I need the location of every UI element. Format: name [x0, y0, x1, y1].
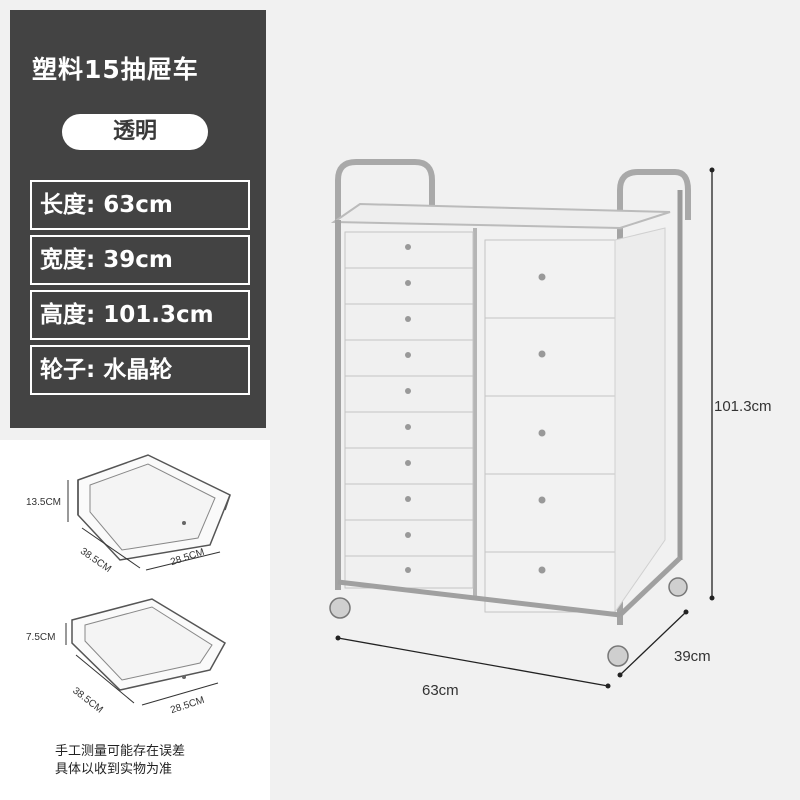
color-badge: 透明	[62, 114, 208, 150]
note-line-2: 具体以收到实物为准	[55, 762, 173, 777]
spec-panel	[10, 10, 266, 428]
deep-drawer-height: 13.5CM	[26, 497, 62, 508]
note-line-1: 手工测量可能存在误差	[55, 744, 186, 759]
cart-illustration	[329, 159, 691, 667]
spec-length: 长度: 63cm	[30, 180, 250, 230]
dimension-depth-label: 39cm	[674, 648, 711, 665]
spec-wheels: 轮子: 水晶轮	[30, 345, 250, 395]
deep-drawer-illustration	[67, 454, 231, 571]
dimension-width-label: 63cm	[422, 682, 459, 699]
dimension-lines	[335, 167, 715, 689]
right-drawer-stack	[484, 227, 666, 614]
dimension-height-label: 101.3cm	[714, 398, 772, 415]
left-drawer-stack	[344, 231, 474, 589]
shallow-drawer-height: 7.5CM	[26, 632, 56, 643]
product-title: 塑料15抽屉车	[32, 55, 199, 84]
caster-wheels	[329, 577, 688, 667]
shallow-drawer-illustration	[65, 598, 227, 706]
spec-width: 宽度: 39cm	[30, 235, 250, 285]
spec-height: 高度: 101.3cm	[30, 290, 250, 340]
